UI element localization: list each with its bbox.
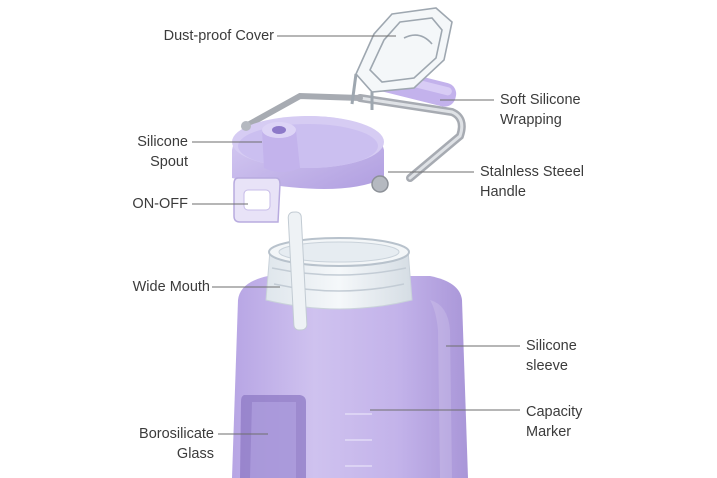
label-borosilicate-glass: Borosilicate Glass: [139, 426, 214, 462]
dust-proof-cover-shape: [350, 7, 453, 110]
label-wide-mouth: Wide Mouth: [132, 279, 210, 295]
label-on-off: ON-OFF: [132, 196, 188, 212]
silicone-sleeve-shape: [232, 276, 468, 478]
straw-shape: [287, 211, 308, 331]
lid-shape: [232, 116, 389, 223]
label-soft-silicone-wrapping: Soft Silicone Wrapping: [500, 92, 581, 128]
label-silicone-spout: Silicone Spout: [137, 134, 188, 170]
leader-lines: [192, 35, 520, 435]
stainless-steel-handle-shape: [243, 92, 466, 182]
label-dust-proof-cover: Dust-proof Cover: [163, 28, 274, 44]
label-silicone-sleeve: Silicone sleeve: [526, 338, 577, 374]
label-stainless-steel-handle: Stalnless Steeel Handle: [480, 164, 584, 200]
glass-neck-shape: [265, 237, 413, 310]
label-capacity-marker: Capacity Marker: [526, 404, 583, 440]
capacity-marker-ticks: [345, 413, 372, 467]
